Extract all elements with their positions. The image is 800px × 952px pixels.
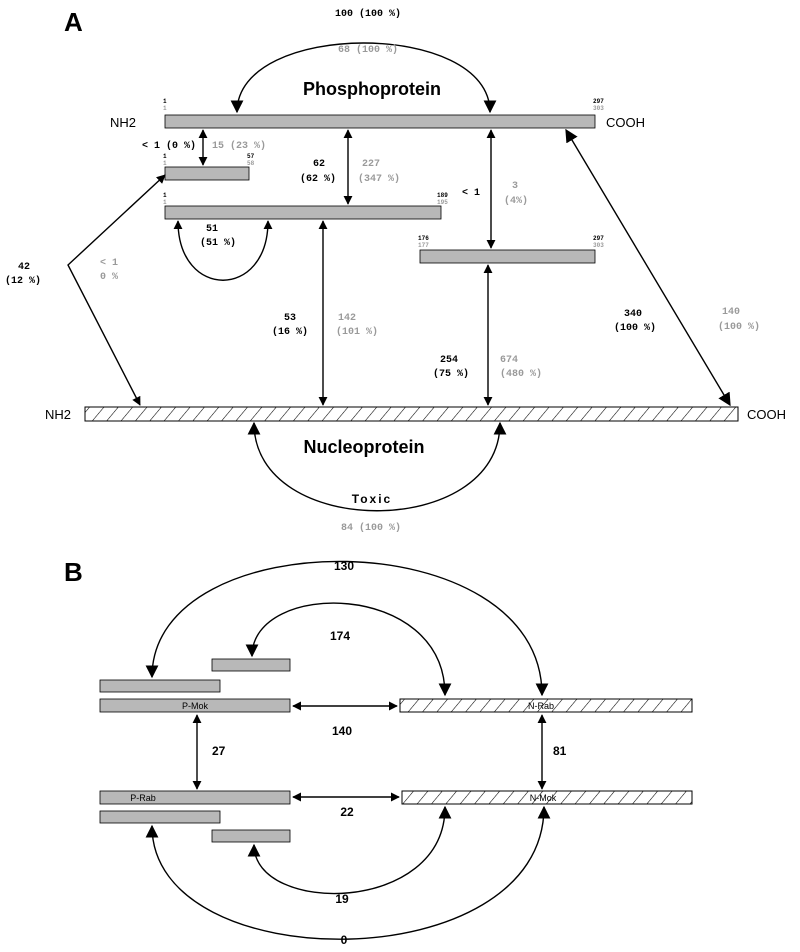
n-nh2-label: NH2 xyxy=(45,407,71,422)
p-nh2-label: NH2 xyxy=(110,115,136,130)
f1-start-black: 1 xyxy=(163,153,167,160)
n-self-interaction-arrow xyxy=(247,421,507,512)
p-fragment-1-189-bar xyxy=(164,205,442,220)
f2-self-value-black-1: 51 xyxy=(206,224,218,235)
n-rab-label: N-Rab xyxy=(528,701,554,711)
n-cooh-label: COOH xyxy=(747,407,786,422)
f3-n-value-black-2: (75 %) xyxy=(433,368,469,380)
panel-b-letter: B xyxy=(64,557,83,587)
bottom-inner-interaction-arrow xyxy=(247,805,452,895)
f3-n-value-black-1: 254 xyxy=(440,355,458,366)
pmok-nrab-value: 140 xyxy=(332,724,352,738)
p-end-grey: 303 xyxy=(593,105,604,112)
f1-end-grey: 58 xyxy=(247,160,255,167)
p-self-value-black: 100 (100 %) xyxy=(335,8,401,20)
phosphoprotein-title: Phosphoprotein xyxy=(303,79,441,99)
p-f2-value-grey-2: (347 %) xyxy=(358,173,400,185)
nucleoprotein-title: Nucleoprotein xyxy=(303,437,424,457)
p-mok-label: P-Mok xyxy=(182,701,209,711)
p-mok-bar xyxy=(99,698,291,713)
p-start-grey: 1 xyxy=(163,105,167,112)
p-rab-label: P-Rab xyxy=(130,793,156,803)
panel-a: A 100 (100 %) 68 (100 %) Phosphoprotein … xyxy=(5,7,786,534)
p-f3-value-grey-2: (4%) xyxy=(504,195,528,207)
f1-start-grey: 1 xyxy=(163,160,167,167)
p-fragment-1-57-bar xyxy=(164,166,250,181)
n-mok-label: N-Mok xyxy=(530,793,557,803)
p-f1-value-black: < 1 (0 %) xyxy=(142,140,196,152)
f1-n-value-grey-1: < 1 xyxy=(100,258,118,269)
f3-end-black: 297 xyxy=(593,235,604,242)
f3-end-grey: 303 xyxy=(593,242,604,249)
p-f3-value-black: < 1 xyxy=(462,188,480,199)
f3-start-grey: 177 xyxy=(418,242,429,249)
f1-n-value-black-2: (12 %) xyxy=(5,275,41,287)
p-n-value-grey-2: (100 %) xyxy=(718,321,760,333)
f2-n-value-grey-1: 142 xyxy=(338,313,356,324)
top-inner-value: 174 xyxy=(330,629,350,643)
p-cooh-label: COOH xyxy=(606,115,645,130)
p-mok-fragment-bar xyxy=(99,679,221,693)
f2-self-value-black-2: (51 %) xyxy=(200,237,236,249)
p-f2-value-black-1: 62 xyxy=(313,159,325,170)
f2-self-interaction-arrow xyxy=(173,220,273,281)
p-f2-value-black-2: (62 %) xyxy=(300,173,336,185)
f2-end-black: 189 xyxy=(437,192,448,199)
p-end-black: 297 xyxy=(593,98,604,105)
nrab-nmok-value: 81 xyxy=(553,744,567,758)
p-start-black: 1 xyxy=(163,98,167,105)
top-inner-interaction-arrow xyxy=(245,602,452,697)
pmok-prab-value: 27 xyxy=(212,744,226,758)
p-rab-short-fragment-bar xyxy=(211,829,291,843)
p-n-interaction-arrow xyxy=(565,128,731,407)
n-self-value-grey: 84 (100 %) xyxy=(341,522,401,534)
p-n-value-black-2: (100 %) xyxy=(614,322,656,334)
p-f1-value-grey: 15 (23 %) xyxy=(212,140,266,152)
f2-n-value-black-1: 53 xyxy=(284,313,296,324)
bottom-outer-value: 0 xyxy=(341,933,348,947)
p-mok-short-fragment-bar xyxy=(211,658,291,672)
f3-n-value-grey-1: 674 xyxy=(500,355,518,366)
nucleoprotein-bar xyxy=(84,406,739,422)
f2-start-grey: 1 xyxy=(163,199,167,206)
p-n-value-grey-1: 140 xyxy=(722,307,740,318)
f3-start-black: 176 xyxy=(418,235,429,242)
f1-n-value-black-1: 42 xyxy=(18,262,30,273)
panel-a-letter: A xyxy=(64,7,83,37)
p-fragment-176-297-bar xyxy=(419,249,596,264)
p-rab-fragment-bar xyxy=(99,810,221,824)
top-outer-value: 130 xyxy=(334,559,354,573)
f1-n-interaction-arrow xyxy=(67,174,166,406)
p-self-interaction-arrow xyxy=(230,42,497,114)
n-rab-bar xyxy=(399,698,693,713)
p-self-value-grey: 68 (100 %) xyxy=(338,44,398,56)
n-mok-bar xyxy=(401,790,693,805)
p-n-value-black-1: 340 xyxy=(624,309,642,320)
panel-b: B 130 174 P-Mok N-Rab 140 27 81 P-Rab N-… xyxy=(64,557,693,947)
phosphoprotein-bar xyxy=(164,114,596,129)
prab-nmok-value: 22 xyxy=(340,805,354,819)
toxic-label: Toxic xyxy=(352,492,392,506)
f3-n-value-grey-2: (480 %) xyxy=(500,368,542,380)
p-f2-value-grey-1: 227 xyxy=(362,159,380,170)
bottom-outer-interaction-arrow xyxy=(145,805,551,940)
f2-end-grey: 195 xyxy=(437,199,448,206)
f1-n-value-grey-2: 0 % xyxy=(100,272,118,283)
top-outer-interaction-arrow xyxy=(145,560,549,697)
f2-n-value-black-2: (16 %) xyxy=(272,326,308,338)
f2-n-value-grey-2: (101 %) xyxy=(336,326,378,338)
p-f3-value-grey-1: 3 xyxy=(512,181,518,192)
f2-start-black: 1 xyxy=(163,192,167,199)
bottom-inner-value: 19 xyxy=(335,892,349,906)
f1-end-black: 57 xyxy=(247,153,255,160)
p-rab-bar xyxy=(99,790,291,805)
